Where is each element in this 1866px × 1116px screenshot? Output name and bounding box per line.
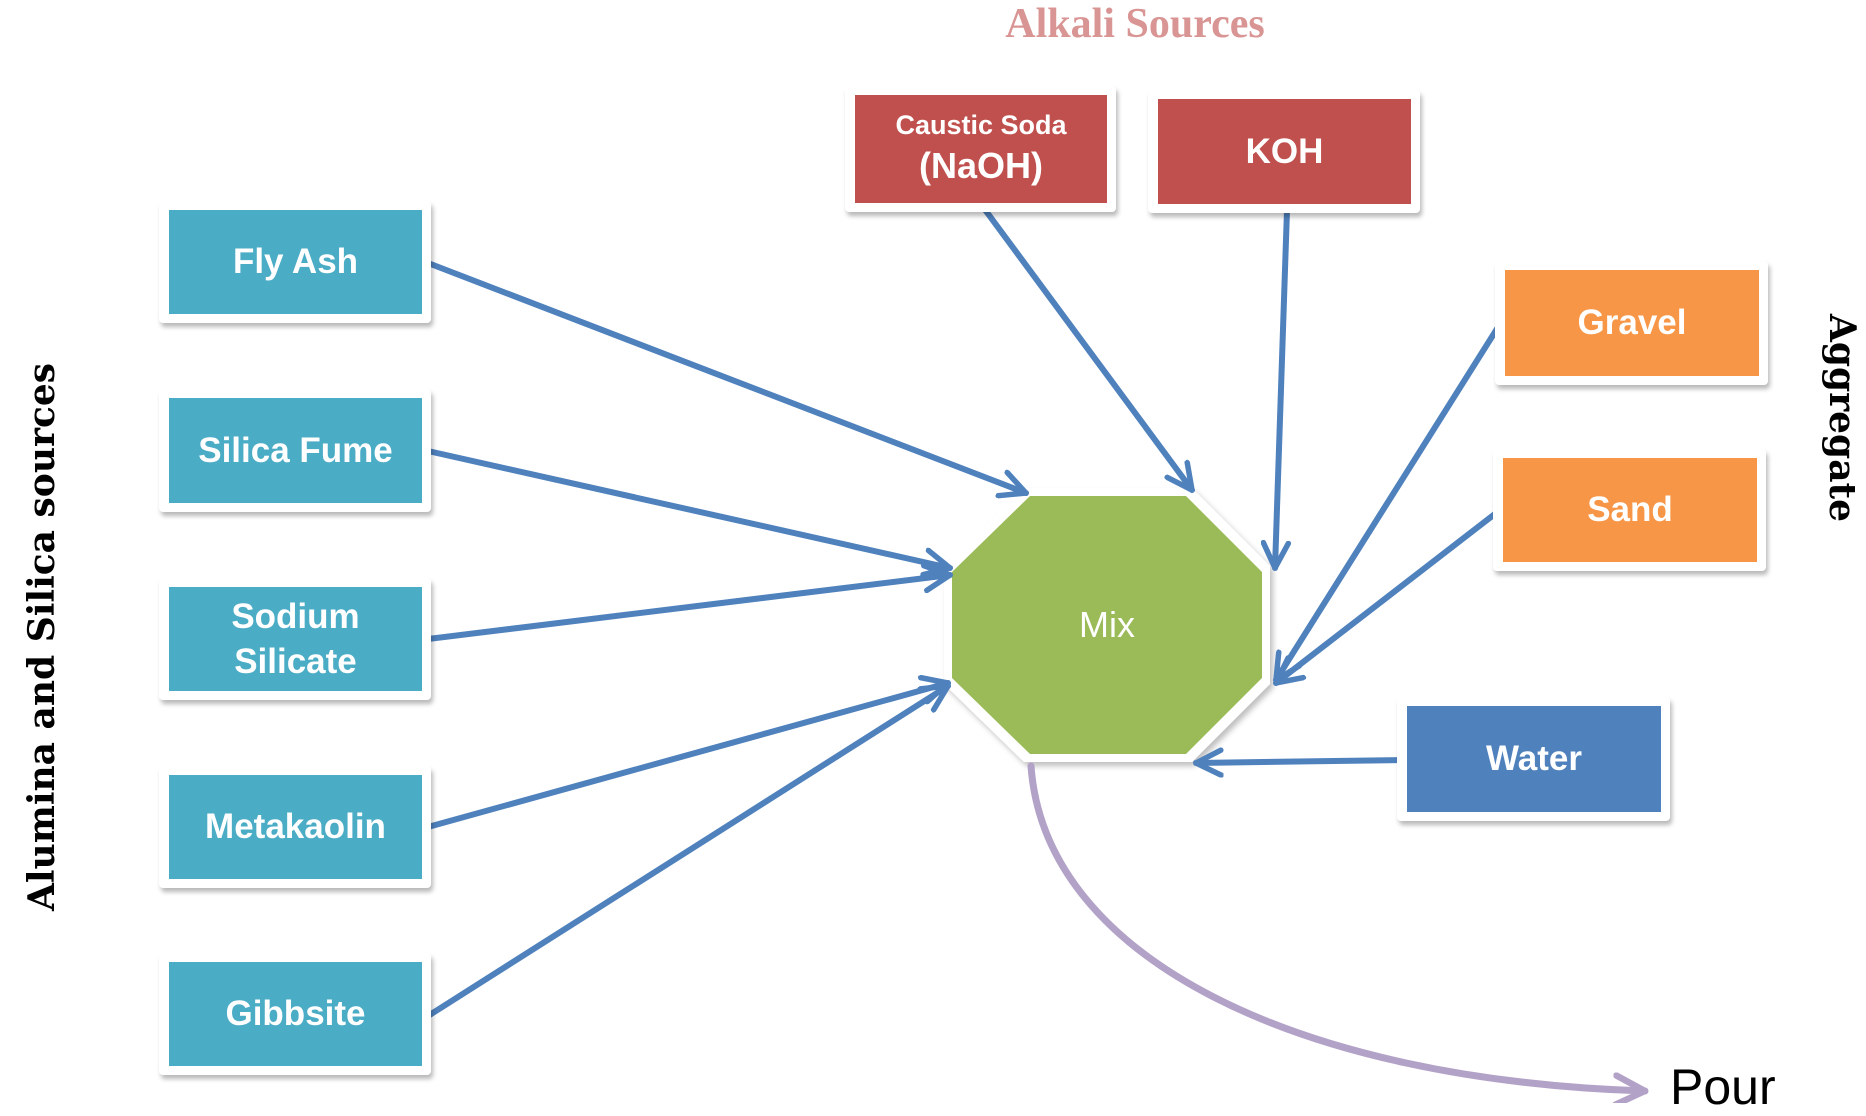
koh-label: KOH bbox=[1158, 99, 1411, 204]
sodium-silicate-label: Sodium Silicate bbox=[169, 587, 422, 691]
sodium-silicate-line-2: Silicate bbox=[234, 642, 357, 681]
sodium-silicate-node[interactable]: Sodium Silicate bbox=[159, 578, 431, 700]
fly-ash-label: Fly Ash bbox=[169, 210, 422, 314]
sand-node[interactable]: Sand bbox=[1493, 449, 1766, 571]
arrow-sand-to-mix bbox=[1276, 507, 1503, 683]
sodium-silicate-line-1: Sodium bbox=[231, 596, 360, 636]
arrow-fly-ash-to-mix bbox=[425, 260, 1026, 493]
caustic-soda-node[interactable]: Caustic Soda (NaOH) bbox=[845, 86, 1116, 212]
silica-fume-node[interactable]: Silica Fume bbox=[159, 389, 431, 512]
fly-ash-node[interactable]: Fly Ash bbox=[159, 201, 431, 323]
gravel-node[interactable]: Gravel bbox=[1495, 261, 1768, 385]
arrow-koh-to-mix bbox=[1275, 207, 1287, 568]
water-node[interactable]: Water bbox=[1397, 697, 1670, 821]
water-label: Water bbox=[1407, 706, 1661, 812]
metakaolin-label: Metakaolin bbox=[169, 775, 422, 879]
arrow-metakaolin-to-mix bbox=[425, 683, 948, 830]
caustic-soda-line-1: Caustic Soda bbox=[895, 110, 1067, 141]
arrow-water-to-mix bbox=[1193, 760, 1407, 763]
arrow-sodium-silicate-to-mix bbox=[425, 575, 950, 642]
pour-label: Pour bbox=[1670, 1059, 1776, 1115]
caustic-soda-line-2: (NaOH) bbox=[919, 145, 1043, 187]
arrow-mix-to-pour bbox=[1027, 762, 1649, 1091]
arrow-gravel-to-mix bbox=[1276, 321, 1503, 680]
metakaolin-node[interactable]: Metakaolin bbox=[159, 766, 431, 888]
arrow-caustic-soda-to-mix bbox=[980, 204, 1192, 490]
mix-label: Mix bbox=[1079, 604, 1135, 645]
arrow-silica-fume-to-mix bbox=[425, 448, 950, 568]
gibbsite-node[interactable]: Gibbsite bbox=[159, 953, 431, 1075]
sand-label: Sand bbox=[1503, 458, 1757, 562]
caustic-soda-label: Caustic Soda (NaOH) bbox=[855, 95, 1107, 203]
gravel-label: Gravel bbox=[1505, 270, 1759, 376]
arrow-gibbsite-to-mix bbox=[425, 686, 948, 1019]
alkali-sources-title: Alkali Sources bbox=[1005, 1, 1265, 47]
silica-fume-label: Silica Fume bbox=[169, 398, 422, 503]
gibbsite-label: Gibbsite bbox=[169, 962, 422, 1066]
koh-node[interactable]: KOH bbox=[1148, 90, 1420, 213]
mix-octagon bbox=[952, 496, 1262, 754]
